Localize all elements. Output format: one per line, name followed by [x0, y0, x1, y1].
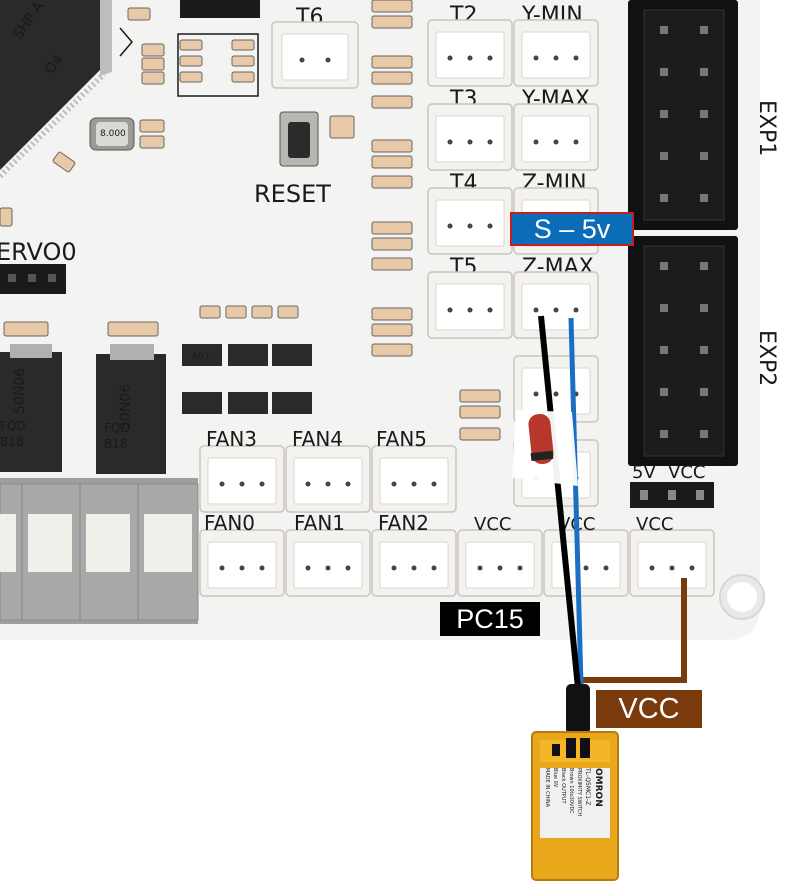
jst-connector — [513, 271, 599, 339]
smd-mid — [179, 39, 255, 83]
resistor-column — [371, 0, 501, 441]
wire-black — [538, 315, 581, 689]
exp-pin — [700, 110, 708, 118]
jst-connector — [285, 445, 371, 513]
reset-button — [279, 111, 319, 167]
sensor-brand: OMRON — [593, 768, 603, 807]
jst-connector — [285, 529, 371, 597]
mosfet-right-code: B18 — [104, 437, 128, 451]
silk-servo: ERVO0 — [0, 238, 77, 266]
exp-pin — [700, 194, 708, 202]
jst-connector — [427, 271, 513, 339]
exp-pin — [700, 388, 708, 396]
mosfet-left: 50N06 FQD B18 — [0, 344, 62, 472]
mosfet-left-code: B18 — [0, 435, 24, 449]
proximity-sensor: OMRON TL-Q5MC1-Z PROXIMITY SWITCH Brown … — [531, 731, 619, 881]
pin-label: PC15 — [440, 602, 540, 636]
jst-connector — [513, 19, 599, 87]
exp-pin — [660, 346, 668, 354]
sensor-line4: Blue 0V — [552, 768, 558, 788]
silk-fan2: FAN2 — [378, 511, 429, 535]
jst-connector — [199, 445, 285, 513]
crystal-text: 8.000 — [100, 129, 126, 139]
silk-fan4: FAN4 — [292, 427, 343, 451]
jst-connector — [629, 529, 715, 597]
diode-row: A07 — [182, 344, 312, 414]
silk-fan0: FAN0 — [204, 511, 255, 535]
silk-jumper-vcc: VCC — [668, 462, 705, 483]
exp-pin — [660, 304, 668, 312]
sensor-cable — [566, 684, 590, 734]
jst-connector — [427, 187, 513, 255]
exp-pin — [700, 430, 708, 438]
smd-reset — [329, 115, 355, 139]
exp-pin — [700, 304, 708, 312]
silk-reset: RESET — [254, 180, 331, 208]
silk-jumper-5v: 5V — [632, 462, 656, 483]
jumper-pins — [640, 490, 704, 500]
mosfet-right-model: 50N06 — [118, 384, 134, 430]
mosfet-right-fqd: FQD — [104, 421, 130, 435]
exp-pin — [700, 26, 708, 34]
smd-mosfet-area — [3, 305, 299, 337]
crystal-caps — [139, 119, 165, 149]
silk-fan3: FAN3 — [206, 427, 257, 451]
silk-vcc-c: VCC — [636, 514, 673, 535]
jst-connector — [457, 529, 543, 597]
jst-connector — [199, 529, 285, 597]
silk-exp2: EXP2 — [754, 330, 779, 386]
sensor-model: TL-Q5MC1-Z — [584, 767, 591, 805]
servo-pins — [8, 274, 56, 282]
sensor-line1: PROXIMITY SWITCH — [576, 768, 582, 816]
inline-diode — [512, 410, 578, 486]
jst-connector — [427, 103, 513, 171]
exp-pin — [700, 262, 708, 270]
mounting-hole-center — [727, 582, 757, 612]
exp-pin — [660, 152, 668, 160]
exp-pin — [700, 68, 708, 76]
exp-pin — [660, 430, 668, 438]
connector-t6 — [271, 21, 359, 89]
smd-components-left — [0, 7, 165, 227]
jst-connector — [427, 19, 513, 87]
crystal: 8.000 — [89, 117, 135, 151]
exp-pins — [660, 26, 708, 438]
exp-pin — [660, 262, 668, 270]
exp-pin — [700, 346, 708, 354]
exp-pin — [660, 110, 668, 118]
silk-vcc-a: VCC — [474, 514, 511, 535]
exp-pin — [660, 388, 668, 396]
mosfet-right: 50N06 FQD B18 — [96, 344, 166, 474]
silk-fan5: FAN5 — [376, 427, 427, 451]
exp-pin — [660, 26, 668, 34]
exp-pin — [660, 68, 668, 76]
silk-outline — [177, 33, 259, 97]
sensor-line3: Black OUTPUT — [560, 768, 566, 804]
sensor-made: MADE IN CHINA — [544, 768, 550, 808]
exp1-header — [628, 0, 738, 230]
mcu-chip: SHP A O4 — [0, 0, 112, 179]
jst-connector — [543, 529, 629, 597]
exp-pin — [660, 194, 668, 202]
silk-fan1: FAN1 — [294, 511, 345, 535]
exp-pin — [700, 152, 708, 160]
sensor-line2: Brown 10to30VDC — [568, 768, 574, 814]
power-label: VCC — [596, 690, 702, 728]
jst-connector — [371, 529, 457, 597]
mosfet-left-model: 50N06 — [12, 368, 28, 414]
wire-blue — [568, 317, 584, 686]
jst-connector — [513, 103, 599, 171]
silk-chevron — [119, 27, 133, 57]
diode-text: A07 — [192, 352, 210, 362]
wire-brown — [578, 578, 687, 683]
signal-label: S – 5v — [510, 212, 634, 246]
exp2-header — [628, 236, 738, 466]
mosfet-left-fqd: FQD — [0, 419, 26, 433]
terminal-blocks — [0, 478, 199, 624]
silk-exp1: EXP1 — [754, 100, 779, 156]
header-top — [180, 0, 260, 18]
jst-connector — [371, 445, 457, 513]
